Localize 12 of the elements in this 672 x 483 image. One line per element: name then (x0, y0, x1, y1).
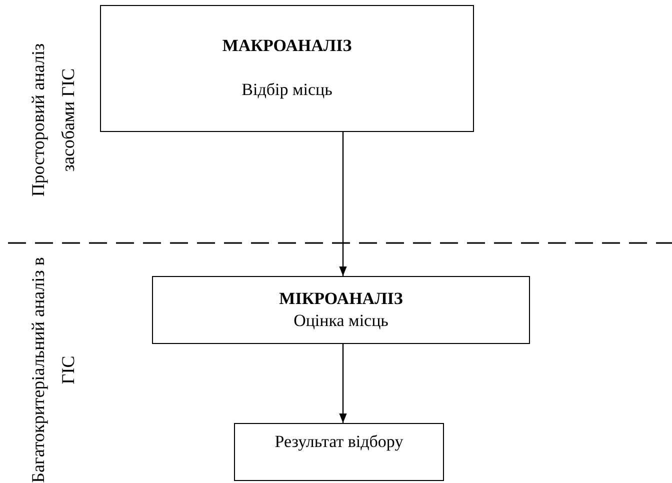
box-heading: МІКРОАНАЛІЗ (279, 289, 403, 309)
box-text: Оцінка місць (294, 311, 388, 331)
section-label: Багатокритеріальний аналіз в ГІС (27, 256, 79, 483)
process-box (234, 423, 444, 481)
box-text: Результат відбору (274, 432, 404, 452)
process-box (100, 5, 474, 132)
box-heading: МАКРОАНАЛІЗ (222, 36, 352, 56)
arrow (339, 132, 347, 276)
section-label: Просторовий аналіз засобами ГІС (27, 42, 79, 199)
arrow (339, 344, 347, 423)
process-box (152, 276, 530, 344)
box-text: Відбір місць (242, 80, 332, 100)
